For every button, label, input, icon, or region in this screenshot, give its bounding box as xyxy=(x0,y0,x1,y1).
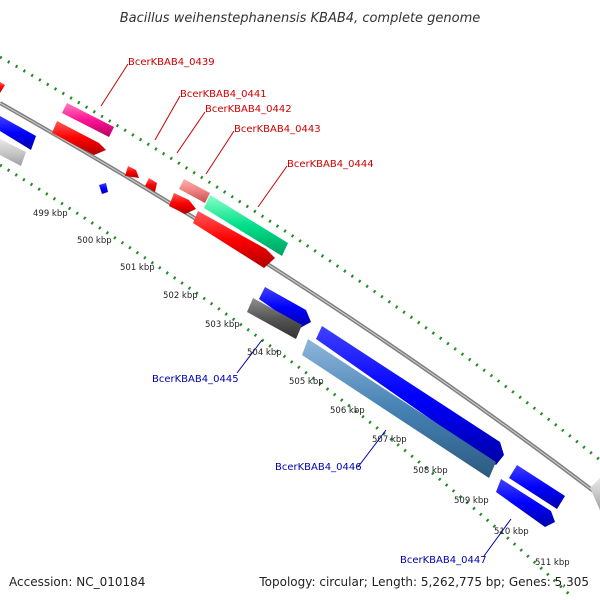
tick-label: 503 kbp xyxy=(205,320,240,330)
gene-feature-edge-red xyxy=(0,82,5,93)
gene-feature-blue-upper xyxy=(259,287,311,328)
gene-label[interactable]: BcerKBAB4_0442 xyxy=(205,104,292,115)
gene-feature-0444 xyxy=(204,195,288,256)
gene-feature-edge-blue xyxy=(0,116,36,150)
tick-label: 505 kbp xyxy=(289,377,324,387)
gene-label[interactable]: BcerKBAB4_0447 xyxy=(400,555,487,566)
label-connector-0444 xyxy=(257,165,288,208)
tick-label: 511 kbp xyxy=(535,558,570,568)
gene-feature-small-2 xyxy=(145,178,157,192)
tick-label: 509 kbp xyxy=(454,496,489,506)
tick-label: 501 kbp xyxy=(120,263,155,273)
accession-text: Accession: NC_010184 xyxy=(9,575,145,589)
gene-feature-0443 xyxy=(169,193,196,214)
gene-feature-small-1 xyxy=(125,166,139,178)
tick-label: 510 kbp xyxy=(494,527,529,537)
gene-label[interactable]: BcerKBAB4_0446 xyxy=(275,462,362,473)
label-connector-0446 xyxy=(357,429,387,468)
gene-feature-blue-right-1 xyxy=(509,465,565,509)
gene-feature-red-long xyxy=(193,211,275,268)
gene-feature-0445 xyxy=(247,298,302,339)
map-title: Bacillus weihenstephanensis KBAB4, compl… xyxy=(120,11,481,26)
gene-label[interactable]: BcerKBAB4_0439 xyxy=(128,57,215,68)
label-connector-0439 xyxy=(100,63,129,107)
gene-feature-blue-long xyxy=(316,326,504,465)
topology-text: Topology: circular; Length: 5,262,775 bp… xyxy=(258,575,589,589)
outer-tick-track xyxy=(0,55,600,462)
gene-feature-0446 xyxy=(302,339,496,478)
tick-label: 504 kbp xyxy=(247,348,282,358)
tick-label: 499 kbp xyxy=(33,209,68,219)
label-connector-0445 xyxy=(236,339,263,374)
tick-label: 507 kbp xyxy=(372,435,407,445)
gene-label[interactable]: BcerKBAB4_0443 xyxy=(234,124,321,135)
genome-backbone-highlight xyxy=(0,102,600,497)
tick-label: 500 kbp xyxy=(77,236,112,246)
gene-label[interactable]: BcerKBAB4_0445 xyxy=(152,374,239,385)
gene-label[interactable]: BcerKBAB4_0441 xyxy=(180,89,267,100)
tick-label: 506 kbp xyxy=(330,406,365,416)
gene-feature-0447 xyxy=(496,479,555,527)
gene-feature-0442 xyxy=(179,179,210,203)
label-connector-0442 xyxy=(176,111,206,154)
gene-feature-edge-gray xyxy=(0,139,26,166)
label-connector-0447 xyxy=(483,518,512,557)
gene-feature-small-blue xyxy=(99,183,108,194)
gene-feature-0439 xyxy=(62,103,114,137)
gene-feature-red-upper xyxy=(52,121,106,155)
gene-label[interactable]: BcerKBAB4_0444 xyxy=(287,159,374,170)
inner-tick-track xyxy=(0,163,572,597)
tick-label: 502 kbp xyxy=(163,291,198,301)
gene-feature-right-edge xyxy=(590,478,600,510)
tick-label: 508 kbp xyxy=(413,466,448,476)
label-connector-0441 xyxy=(154,95,181,141)
label-connector-0443 xyxy=(205,130,235,175)
